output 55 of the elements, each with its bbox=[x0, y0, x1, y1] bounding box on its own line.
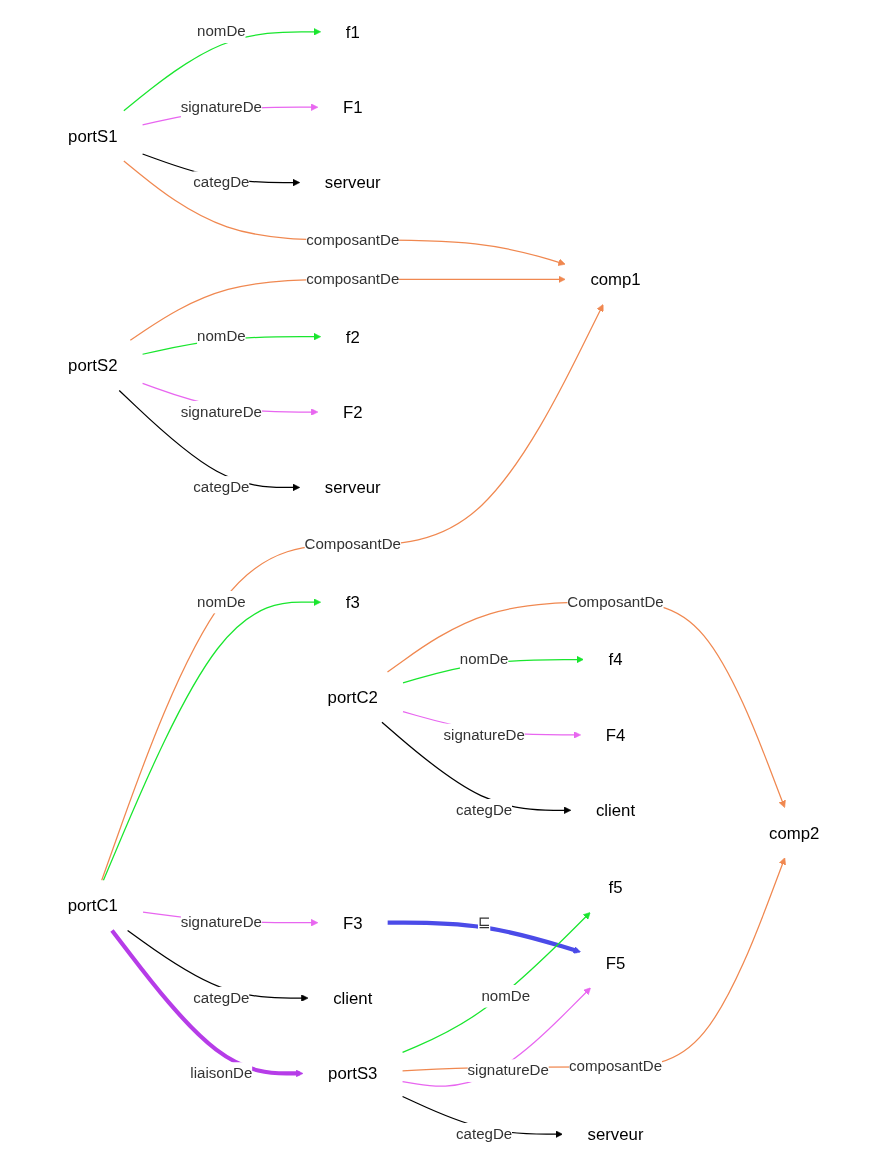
edge-label: ⊑ bbox=[477, 913, 491, 931]
edge-label: nomDe bbox=[197, 327, 246, 345]
edge-label: nomDe bbox=[197, 593, 246, 611]
node-text: F5 bbox=[605, 953, 626, 972]
node-text: comp2 bbox=[769, 823, 820, 842]
node-text: serveur bbox=[324, 478, 381, 497]
edge-label: nomDe bbox=[197, 23, 246, 40]
node-text: F2 bbox=[342, 402, 363, 422]
arrow bbox=[110, 929, 304, 1078]
node-text: serveur bbox=[324, 173, 381, 192]
edge-label: categDe bbox=[193, 989, 250, 1007]
arrow bbox=[118, 389, 301, 492]
edge-label: signatureDe bbox=[443, 726, 525, 743]
node-text: F4 bbox=[605, 725, 626, 745]
arrow bbox=[102, 598, 321, 881]
edge-label: nomDe bbox=[481, 987, 531, 1005]
node-text: F1 bbox=[342, 97, 363, 117]
arrow bbox=[387, 920, 581, 954]
edge-label: liaisonDe bbox=[190, 1064, 253, 1082]
arrow bbox=[123, 160, 566, 266]
node-text: portC2 bbox=[327, 688, 378, 707]
node-text: client bbox=[333, 988, 373, 1008]
edge-label: categDe bbox=[456, 1125, 513, 1143]
edge-label: nomDe bbox=[459, 650, 509, 668]
node-text: f2 bbox=[345, 327, 360, 346]
edge-label: composantDe bbox=[306, 270, 400, 288]
edge-label: composantDe bbox=[569, 1057, 663, 1075]
edge-label: signatureDe bbox=[180, 913, 263, 931]
edge-label: signatureDe bbox=[467, 1061, 549, 1079]
node-text: portS3 bbox=[328, 1064, 378, 1083]
node-text: portS1 bbox=[68, 126, 118, 146]
arrow bbox=[386, 601, 786, 808]
edge-label: signatureDe bbox=[180, 403, 263, 420]
edge-label: ComposantDe bbox=[567, 593, 664, 611]
edge-label: categDe bbox=[193, 173, 250, 191]
arrow bbox=[381, 721, 572, 814]
node-text: f1 bbox=[345, 22, 360, 42]
node-text: f4 bbox=[608, 650, 623, 669]
edge-label: ComposantDe bbox=[304, 536, 401, 553]
edge-label: categDe bbox=[456, 801, 513, 819]
node-text: serveur bbox=[587, 1124, 644, 1144]
arrow bbox=[401, 912, 591, 1053]
arrow bbox=[401, 987, 591, 1087]
edge-label: composantDe bbox=[306, 231, 400, 248]
node-text: F3 bbox=[342, 913, 363, 932]
arrow bbox=[101, 304, 604, 881]
node-text: comp1 bbox=[590, 270, 641, 289]
node-text: f3 bbox=[345, 592, 360, 612]
node-text: client bbox=[595, 801, 636, 820]
node-text: f5 bbox=[608, 878, 623, 897]
edge-label: signatureDe bbox=[180, 98, 263, 116]
arrow bbox=[123, 28, 321, 112]
node-text: portS2 bbox=[68, 356, 118, 375]
node-text: portC1 bbox=[67, 896, 118, 915]
edge-label: categDe bbox=[193, 478, 250, 496]
